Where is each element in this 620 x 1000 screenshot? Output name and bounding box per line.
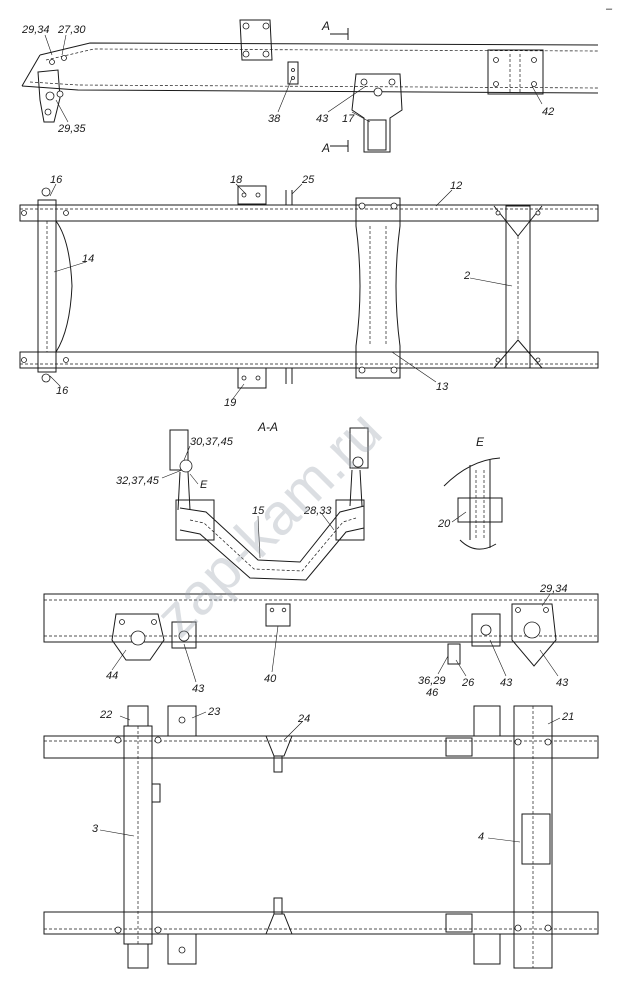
callout-27-30: 27,30 xyxy=(57,24,86,36)
bracket-top-middle xyxy=(239,19,273,61)
view-plan-front-frame: 16 18 25 12 14 2 16 19 13 xyxy=(19,174,599,409)
callout-46: 46 xyxy=(426,687,439,699)
callout-36-29: 36,29 xyxy=(418,675,446,687)
spring-bracket-43 xyxy=(351,73,403,153)
callout-20: 20 xyxy=(437,518,451,530)
spring-bracket-44 xyxy=(111,613,165,661)
callout-22: 22 xyxy=(99,709,112,721)
callout-16-bottom: 16 xyxy=(56,385,69,397)
callout-30-37-45: 30,37,45 xyxy=(190,436,234,448)
view-side-rail-rear: 44 43 40 36,29 46 26 43 43 29,34 xyxy=(43,583,599,699)
callout-4: 4 xyxy=(478,831,484,843)
bracket-18 xyxy=(237,185,267,205)
callout-3: 3 xyxy=(92,823,99,835)
callout-43-top: 43 xyxy=(316,113,329,125)
crossmember-2 xyxy=(505,205,531,369)
callout-13: 13 xyxy=(436,381,449,393)
watermark: zap-kam.ru xyxy=(143,398,394,649)
corner-mark: – xyxy=(605,3,613,15)
section-mark-a-bottom: A xyxy=(321,141,330,155)
front-crossmember-14 xyxy=(37,199,57,373)
callout-23: 23 xyxy=(207,706,221,718)
callout-25: 25 xyxy=(301,174,315,186)
callout-12: 12 xyxy=(450,180,462,192)
section-a-a-title: A-A xyxy=(257,420,278,434)
detail-e-reference: E xyxy=(200,479,208,491)
section-mark-a-top: A xyxy=(321,19,330,33)
callout-29-35: 29,35 xyxy=(57,123,86,135)
bracket-right-aa xyxy=(349,427,369,469)
callout-21: 21 xyxy=(561,711,574,723)
callout-24: 24 xyxy=(297,713,310,725)
callout-44: 44 xyxy=(106,670,118,682)
crossmember-13 xyxy=(355,197,401,379)
callout-2: 2 xyxy=(463,270,470,282)
view-side-rail-top: A A 29,34 27,30 29,35 38 43 17 42 xyxy=(21,19,599,155)
callout-19: 19 xyxy=(224,397,236,409)
bracket-43-b xyxy=(471,613,501,647)
bracket-43-a xyxy=(171,621,197,649)
callout-17: 17 xyxy=(342,113,355,125)
callout-18: 18 xyxy=(230,174,243,186)
callout-43-c: 43 xyxy=(556,677,569,689)
plate-38 xyxy=(287,61,299,85)
crossmember-plate-42 xyxy=(487,49,544,95)
callout-43-b: 43 xyxy=(500,677,513,689)
bracket-24 xyxy=(265,735,293,757)
callout-15: 15 xyxy=(252,505,265,517)
bracket-23 xyxy=(167,705,197,737)
end-cap-22 xyxy=(127,705,149,727)
callout-29-34-top: 29,34 xyxy=(21,24,50,36)
bracket-19 xyxy=(237,367,267,389)
section-a-a: A-A 30,37,45 32,37,45 E 15 28,33 xyxy=(116,420,369,581)
callout-40: 40 xyxy=(264,673,277,685)
callout-29-34-mid: 29,34 xyxy=(539,583,568,595)
callout-26: 26 xyxy=(461,677,475,689)
callout-14: 14 xyxy=(82,253,94,265)
detail-e-title: E xyxy=(476,435,485,449)
callout-32-37-45: 32,37,45 xyxy=(116,475,160,487)
bracket-43-c xyxy=(511,603,557,667)
callout-38: 38 xyxy=(268,113,281,125)
callout-16-top: 16 xyxy=(50,174,63,186)
plate-40 xyxy=(265,603,291,627)
detail-e: E 20 xyxy=(437,435,503,550)
callout-43-a: 43 xyxy=(192,683,205,695)
front-tow-bracket xyxy=(37,69,61,123)
callout-42: 42 xyxy=(542,106,554,118)
view-plan-rear-frame: 22 23 24 21 3 4 xyxy=(43,705,599,969)
callout-28-33: 28,33 xyxy=(303,505,332,517)
